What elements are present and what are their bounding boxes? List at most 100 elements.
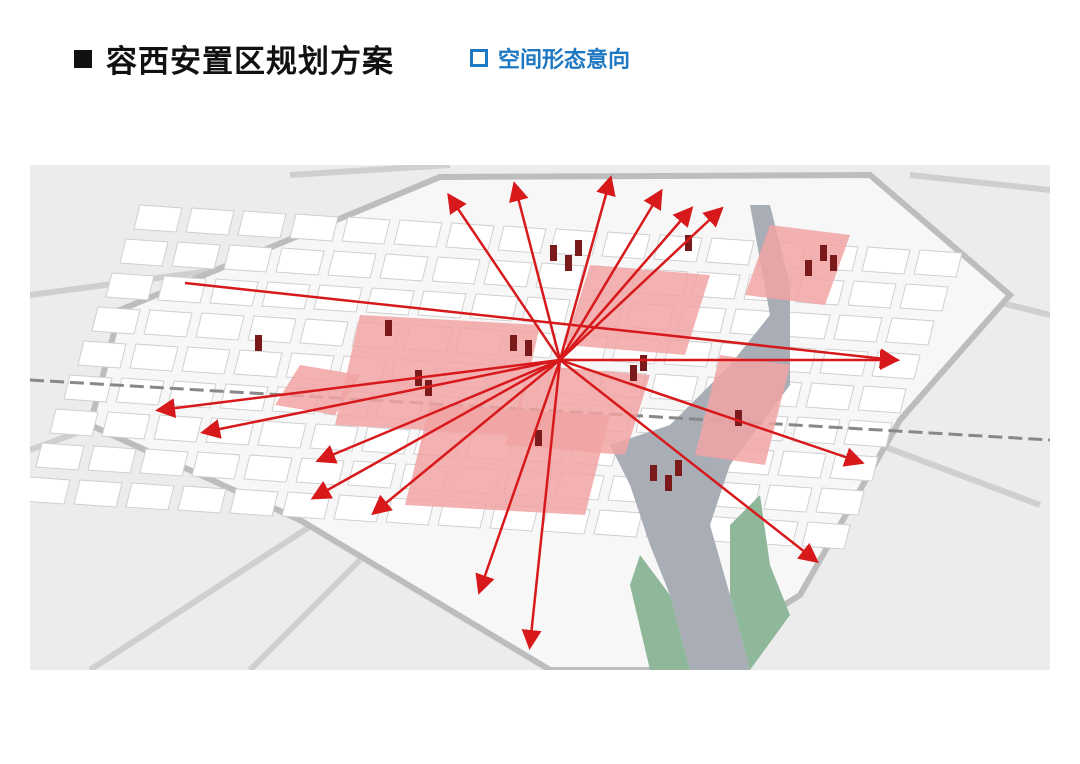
city-block: [185, 207, 235, 236]
city-block: [885, 317, 935, 346]
hollow-square-icon: [470, 49, 488, 67]
main-axis-arrow: [184, 281, 900, 369]
city-block: [333, 494, 383, 523]
tower: [550, 245, 557, 261]
city-block: [237, 210, 287, 239]
city-block: [229, 488, 279, 517]
development-axis-arrows: [155, 175, 900, 650]
main-title: 容西安置区规划方案: [106, 44, 394, 80]
city-block: [649, 373, 699, 402]
city-block: [63, 374, 113, 403]
tower: [255, 335, 262, 351]
city-block: [497, 225, 547, 254]
axis-arrow: [475, 359, 562, 595]
axis-arrow: [310, 358, 561, 500]
city-block: [913, 249, 963, 278]
axis-arrow: [447, 192, 562, 361]
city-block: [73, 479, 123, 508]
slide-title: 容西安置区规划方案: [74, 36, 394, 81]
city-block: [801, 521, 851, 550]
city-block: [843, 419, 893, 448]
axis-arrow: [558, 175, 616, 361]
tower: [565, 255, 572, 271]
city-block: [431, 256, 481, 285]
axis-arrow: [200, 358, 561, 439]
city-block: [833, 314, 883, 343]
tower: [525, 340, 532, 356]
bullet-square-icon: [74, 49, 92, 68]
tower: [830, 255, 837, 271]
city-block: [143, 309, 193, 338]
red-zone: [565, 265, 710, 355]
city-block: [243, 454, 293, 483]
axis-arrow: [509, 181, 562, 361]
city-block: [815, 487, 865, 516]
section-subtitle: 空间形态意向: [470, 42, 630, 74]
city-block: [157, 275, 207, 304]
tower: [805, 260, 812, 276]
city-block: [393, 219, 443, 248]
axis-arrow: [559, 359, 819, 564]
tower: [630, 365, 637, 381]
city-block: [115, 377, 165, 406]
axis-arrow: [521, 359, 562, 650]
city-block: [177, 485, 227, 514]
city-block: [379, 253, 429, 282]
tower: [735, 410, 742, 426]
city-block: [295, 457, 345, 486]
city-block: [857, 385, 907, 414]
city-block: [223, 244, 273, 273]
axis-arrow: [558, 188, 663, 361]
city-block: [257, 420, 307, 449]
city-block: [601, 231, 651, 260]
city-block: [91, 306, 141, 335]
tower: [385, 320, 392, 336]
city-block: [805, 382, 855, 411]
river-greenbelt-east: [730, 495, 790, 670]
axis-arrow: [559, 206, 694, 361]
city-block: [281, 491, 331, 520]
city-block: [181, 346, 231, 375]
city-block: [777, 450, 827, 479]
city-block: [125, 482, 175, 511]
city-block: [341, 216, 391, 245]
tower: [685, 235, 692, 251]
city-block: [49, 408, 99, 437]
city-block: [77, 340, 127, 369]
tower: [510, 335, 517, 351]
city-block: [87, 445, 137, 474]
river-greenbelt: [630, 555, 690, 670]
tower: [820, 245, 827, 261]
city-block: [195, 312, 245, 341]
city-block: [791, 416, 841, 445]
city-block: [847, 280, 897, 309]
city-block: [209, 278, 259, 307]
city-block: [899, 283, 949, 312]
city-block: [30, 476, 71, 505]
subtitle-text: 空间形态意向: [498, 48, 631, 73]
city-block: [705, 237, 755, 266]
city-block: [365, 287, 415, 316]
city-block: [129, 343, 179, 372]
axis-arrow: [371, 359, 561, 516]
tower: [640, 355, 647, 371]
axis-arrow: [559, 206, 724, 361]
red-zone: [695, 355, 790, 465]
city-block: [261, 281, 311, 310]
high-rise-towers: [255, 235, 837, 491]
tower: [675, 460, 682, 476]
city-block: [233, 349, 283, 378]
city-block: [191, 451, 241, 480]
axis-arrow: [315, 358, 561, 464]
spatial-form-map: [30, 165, 1050, 670]
city-block: [861, 246, 911, 275]
city-block: [153, 414, 203, 443]
tower: [650, 465, 657, 481]
tower: [425, 380, 432, 396]
city-block: [593, 509, 643, 538]
city-block: [133, 204, 183, 233]
city-block: [871, 351, 921, 380]
tower: [535, 430, 542, 446]
axis-arrow: [559, 358, 865, 467]
